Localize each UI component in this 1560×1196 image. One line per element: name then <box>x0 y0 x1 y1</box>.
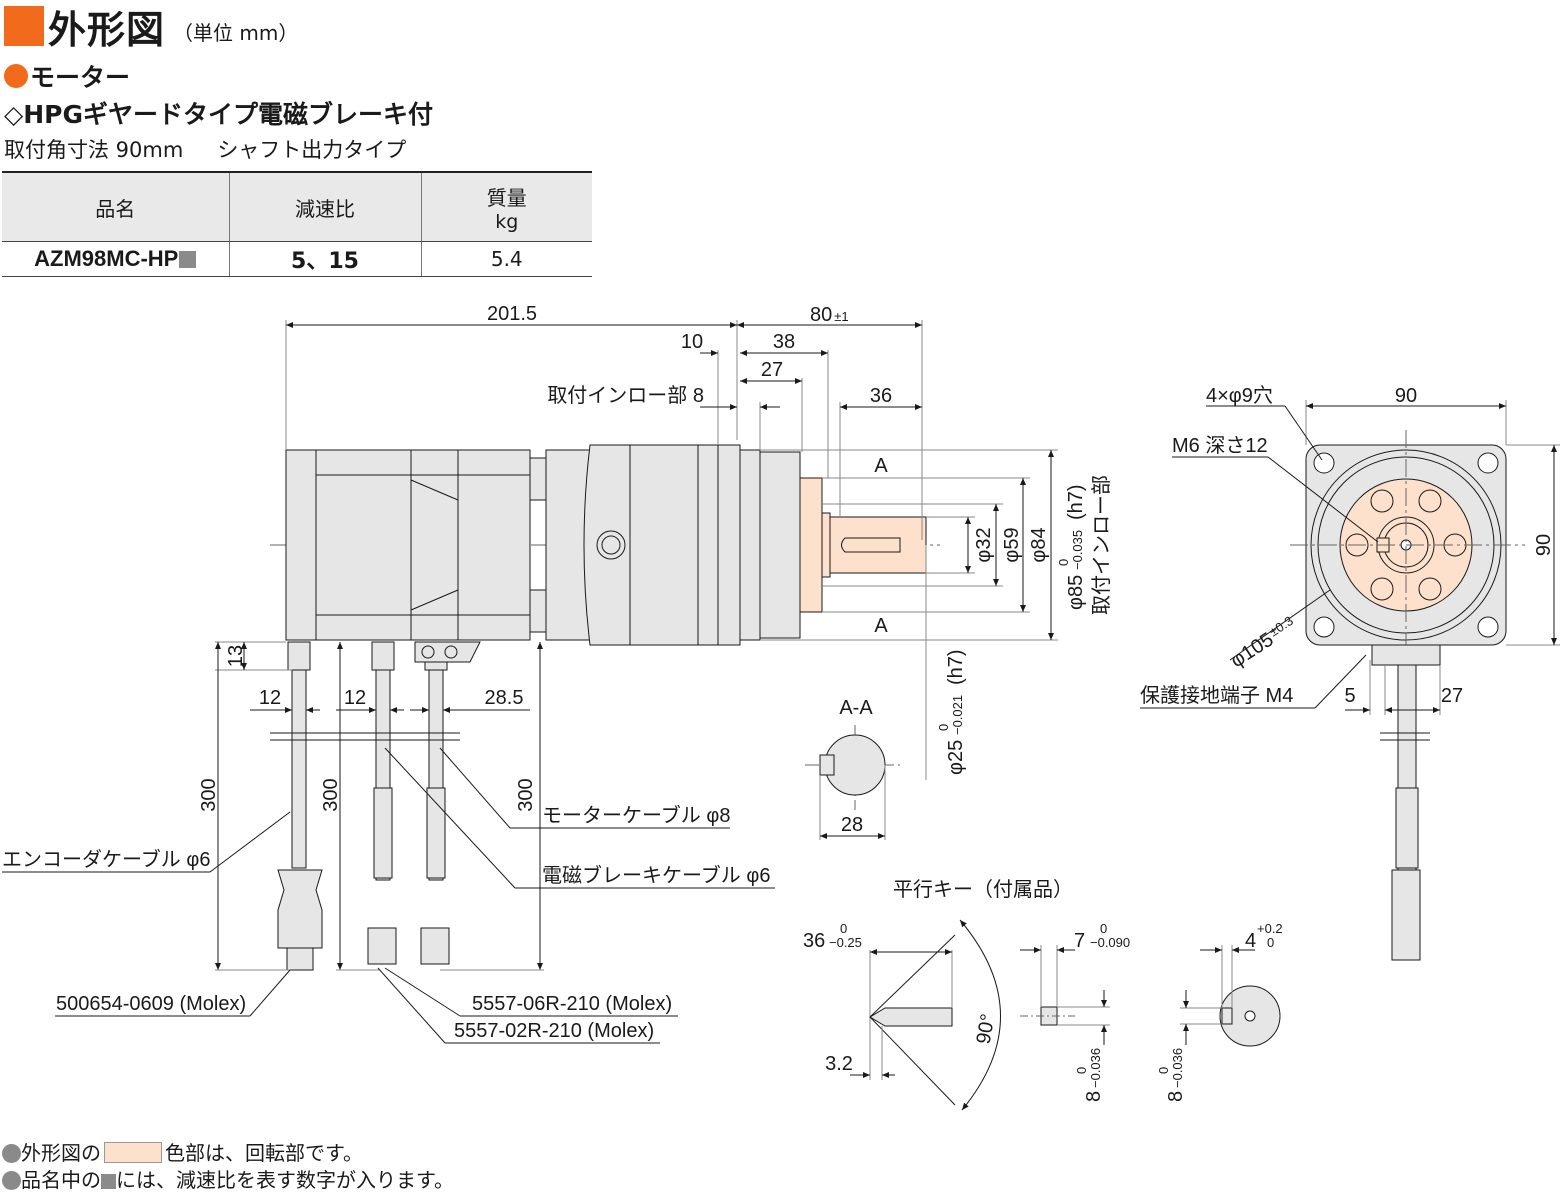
pilot-label: 取付インロー部 <box>1090 475 1113 615</box>
svg-text:8: 8 <box>1083 1091 1105 1102</box>
dimension-labels: 201.5 80±1 10 38 27 取付インロー部 8 36 A A φ32… <box>2 303 1555 1102</box>
key-angle: 90° <box>973 1012 1000 1046</box>
dim-300a: 300 <box>198 778 220 811</box>
parallel-key-drawing <box>850 919 1281 1111</box>
dim-36: 36 <box>870 385 892 407</box>
dim-out: 80±1 <box>810 304 849 326</box>
product-subtitle: ◇HPGギヤードタイプ電磁ブレーキ付 <box>4 100 433 129</box>
front-width-90: 90 <box>1395 385 1417 407</box>
front-dim-27: 27 <box>1441 685 1463 707</box>
motor-cable-label: モーターケーブル φ8 <box>542 803 730 827</box>
svg-text:−0.036: −0.036 <box>1170 1048 1185 1088</box>
svg-text:8: 8 <box>1165 1091 1187 1102</box>
svg-text:0: 0 <box>1100 921 1107 936</box>
svg-text:(h7): (h7) <box>945 649 967 685</box>
placeholder-square-icon <box>101 1174 116 1189</box>
svg-text:0: 0 <box>1056 559 1071 566</box>
keyway-depth: 4 +0.2 0 <box>1245 921 1283 952</box>
dim-10: 10 <box>681 331 703 353</box>
svg-text:7: 7 <box>1074 930 1085 952</box>
svg-text:0: 0 <box>936 724 951 731</box>
svg-text:−0.036: −0.036 <box>1088 1048 1103 1088</box>
svg-text:−0.035: −0.035 <box>1070 530 1085 570</box>
encoder-cable-label: エンコーダケーブル φ6 <box>2 847 210 871</box>
dim-total: 201.5 <box>487 303 537 325</box>
dim-phi59: φ59 <box>1001 527 1023 562</box>
front-height-90: 90 <box>1533 534 1555 556</box>
front-holes-label: 4×φ9穴 <box>1206 384 1273 407</box>
front-view <box>1140 400 1560 961</box>
section-title: A-A <box>839 697 873 719</box>
note-rotating: 外形図の色部は、回転部です。 <box>2 1140 454 1167</box>
keyway-height: 8 0 −0.036 <box>1156 1048 1187 1102</box>
svg-text:0: 0 <box>1267 935 1274 950</box>
spec-table: 品名 減速比 質量 kg AZM98MC-HP 5、15 5.4 <box>2 171 592 277</box>
key-width: 7 0 −0.090 <box>1074 921 1130 952</box>
svg-text:φ25: φ25 <box>945 740 967 775</box>
dim-38: 38 <box>773 331 795 353</box>
connector-encoder-label: 500654-0609 (Molex) <box>56 993 246 1015</box>
cell-mass: 5.4 <box>420 241 592 277</box>
cell-model: AZM98MC-HP <box>2 241 229 277</box>
col-header-name: 品名 <box>2 171 229 242</box>
key-height: 8 0 −0.036 <box>1074 1048 1105 1102</box>
dim-phi32: φ32 <box>973 527 995 562</box>
side-view <box>270 444 940 971</box>
dim-phi25: φ25 0 −0.021 (h7) <box>936 649 967 775</box>
dim-300c: 300 <box>515 778 537 811</box>
dim-12a: 12 <box>259 687 281 709</box>
side-dimensions <box>2 320 1058 1044</box>
dim-12b: 12 <box>344 687 366 709</box>
cell-ratio: 5、15 <box>228 241 421 277</box>
svg-text:0: 0 <box>1074 1067 1089 1074</box>
svg-text:0: 0 <box>1156 1067 1171 1074</box>
section-mark-top: A <box>874 455 888 477</box>
section-mark-bottom: A <box>874 615 888 637</box>
col-header-ratio: 減速比 <box>228 171 421 242</box>
col-header-mass: 質量 kg <box>420 171 592 242</box>
key-title: 平行キー（付属品） <box>893 878 1073 901</box>
key-length: 36 0 −0.25 <box>803 921 862 952</box>
table-row: AZM98MC-HP 5、15 5.4 <box>2 241 592 277</box>
category-heading: モーター <box>4 58 130 94</box>
svg-text:φ105: φ105 <box>1227 629 1278 673</box>
svg-text:−0.021: −0.021 <box>950 695 965 735</box>
note-bullet-icon <box>2 1144 21 1163</box>
svg-text:4: 4 <box>1245 930 1256 952</box>
dim-pilot: 取付インロー部 8 <box>547 384 704 407</box>
front-dim-5: 5 <box>1344 685 1355 707</box>
bullet-dot-icon <box>4 64 28 88</box>
key-dim-3-2: 3.2 <box>825 1053 853 1075</box>
svg-text:36: 36 <box>803 930 825 952</box>
title-marker-icon <box>4 6 44 46</box>
note-bullet-icon <box>2 1171 21 1190</box>
svg-text:−0.090: −0.090 <box>1090 935 1130 950</box>
svg-text:0: 0 <box>840 921 847 936</box>
dim-phi84: φ84 <box>1028 527 1050 562</box>
svg-text:−0.25: −0.25 <box>829 935 862 950</box>
dim-phi85: φ85 0 −0.035 (h7) <box>1056 484 1087 610</box>
section-a-a <box>805 725 900 840</box>
dim-13: 13 <box>225 645 247 667</box>
connector-brake-label: 5557-02R-210 (Molex) <box>454 1020 654 1042</box>
ground-terminal-label: 保護接地端子 M4 <box>1140 684 1293 707</box>
dim-27: 27 <box>761 359 783 381</box>
pcd-label: φ105 ±0.3 <box>1227 613 1296 673</box>
connector-motor-label: 5557-06R-210 (Molex) <box>472 993 672 1015</box>
dim-300b: 300 <box>320 778 342 811</box>
footnotes: 外形図の色部は、回転部です。 品名中のには、減速比を表す数字が入ります。 <box>2 1140 454 1194</box>
svg-text:φ85: φ85 <box>1065 575 1087 610</box>
section-dim-28: 28 <box>841 814 863 836</box>
svg-text:+0.2: +0.2 <box>1257 921 1283 936</box>
tap-label: M6 深さ12 <box>1172 434 1268 457</box>
dim-28-5: 28.5 <box>485 687 524 709</box>
placeholder-square-icon <box>179 251 197 268</box>
note-ratio: 品名中のには、減速比を表す数字が入ります。 <box>2 1167 454 1194</box>
rotating-color-swatch <box>104 1142 162 1163</box>
mount-info: 取付角寸法 90mm シャフト出力タイプ <box>4 138 407 162</box>
brake-cable-label: 電磁ブレーキケーブル φ6 <box>542 863 770 887</box>
svg-text:(h7): (h7) <box>1065 484 1087 520</box>
page-title: 外形図 （単位 mm） <box>4 4 298 52</box>
